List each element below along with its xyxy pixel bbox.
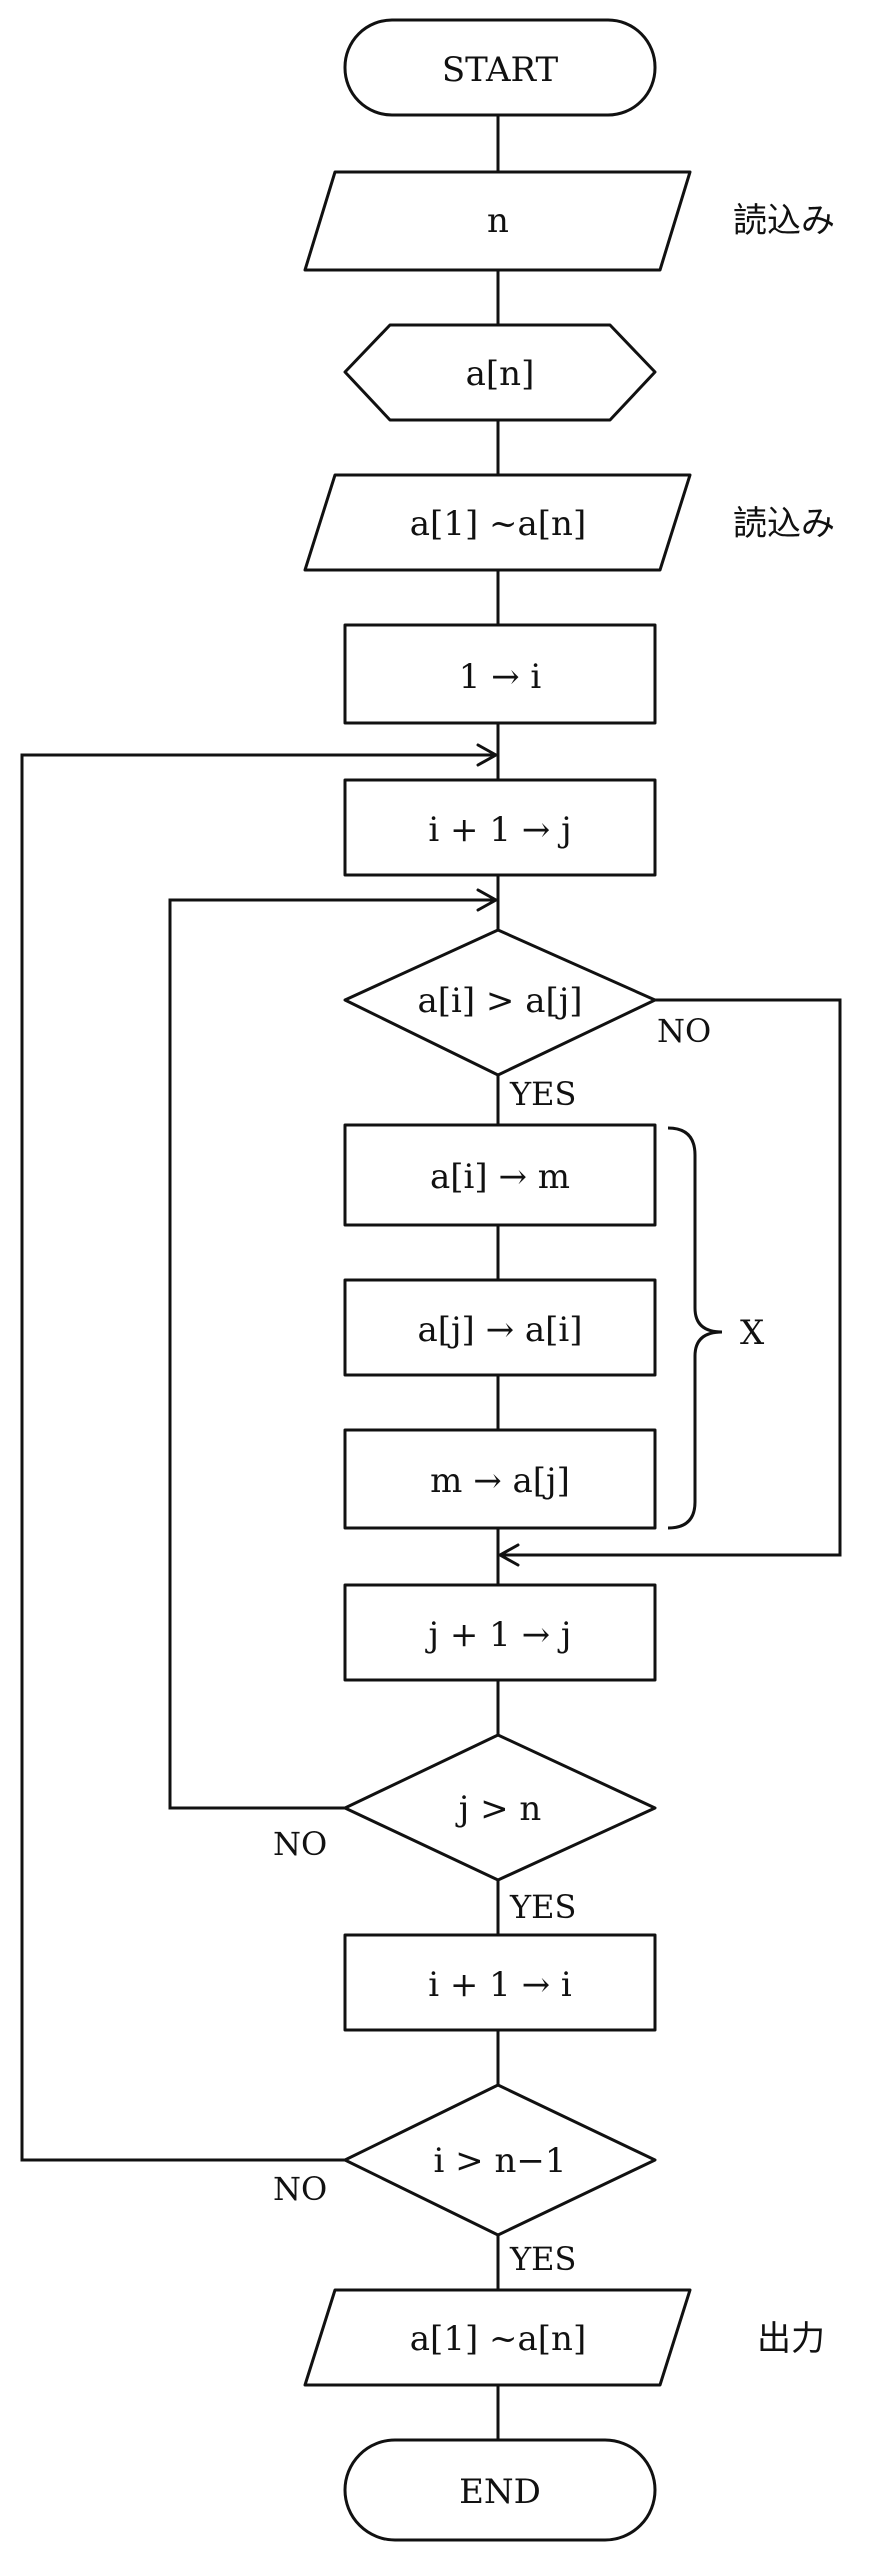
loop-edges (20, 743, 842, 2162)
compare-no-label: NO (657, 1012, 711, 1050)
swap-step-2-label: a[j] → a[i] (417, 1310, 582, 1350)
check-j-no-label: NO (273, 1825, 327, 1863)
swap-step-2: a[j] → a[i] (343, 1278, 657, 1377)
compare-yes-label: YES (509, 1075, 576, 1113)
swap-step-3-label: m → a[j] (430, 1461, 570, 1501)
input-array: a[1] ~a[n] (303, 473, 692, 572)
output-array-label: a[1] ~a[n] (410, 2319, 586, 2359)
note-read-n: 読込み (733, 201, 835, 241)
init-i: 1 → i (343, 623, 657, 725)
check-j-decision: j > n (343, 1733, 657, 1882)
input-array-label: a[1] ~a[n] (410, 504, 586, 544)
arrowhead-checki-no (476, 743, 498, 767)
check-j-yes-label: YES (509, 1888, 576, 1926)
end-terminal: END (343, 2438, 657, 2542)
swap-step-3: m → a[j] (343, 1428, 657, 1530)
bracket-label-x: X (740, 1313, 765, 1353)
edge-checkj-no (168, 898, 498, 1810)
swap-step-1: a[i] → m (343, 1123, 657, 1227)
init-i-label: 1 → i (459, 657, 542, 697)
end-label: END (459, 2472, 541, 2512)
swap-bracket (667, 1126, 723, 1530)
start-label: START (442, 50, 559, 90)
check-i-yes-label: YES (509, 2240, 576, 2278)
inc-j-label: j + 1 → j (425, 1615, 572, 1655)
note-output: 出力 (757, 2319, 825, 2359)
check-i-decision: i > n−1 (343, 2083, 657, 2237)
arrowhead-compare-no (498, 1543, 520, 1567)
compare-decision: a[i] > a[j] (343, 928, 657, 1077)
declare-array-label: a[n] (466, 354, 535, 394)
output-array: a[1] ~a[n] (303, 2288, 692, 2387)
note-read-array: 読込み (733, 504, 835, 544)
arrowhead-checkj-no (476, 888, 498, 912)
start-terminal: START (343, 18, 657, 117)
check-j-label: j > n (455, 1789, 542, 1829)
input-n-label: n (487, 201, 509, 241)
check-i-label: i > n−1 (434, 2141, 567, 2181)
declare-array: a[n] (343, 323, 657, 422)
inc-i-label: i + 1 → i (428, 1965, 572, 2005)
check-i-no-label: NO (273, 2170, 327, 2208)
init-j: i + 1 → j (343, 778, 657, 877)
init-j-label: i + 1 → j (428, 810, 571, 850)
edge-checki-no (20, 753, 498, 2162)
inc-i: i + 1 → i (343, 1933, 657, 2032)
input-n: n (303, 170, 692, 272)
compare-label: a[i] > a[j] (417, 981, 582, 1021)
edge-compare-no (498, 998, 842, 1557)
inc-j: j + 1 → j (343, 1583, 657, 1682)
swap-step-1-label: a[i] → m (430, 1157, 570, 1197)
